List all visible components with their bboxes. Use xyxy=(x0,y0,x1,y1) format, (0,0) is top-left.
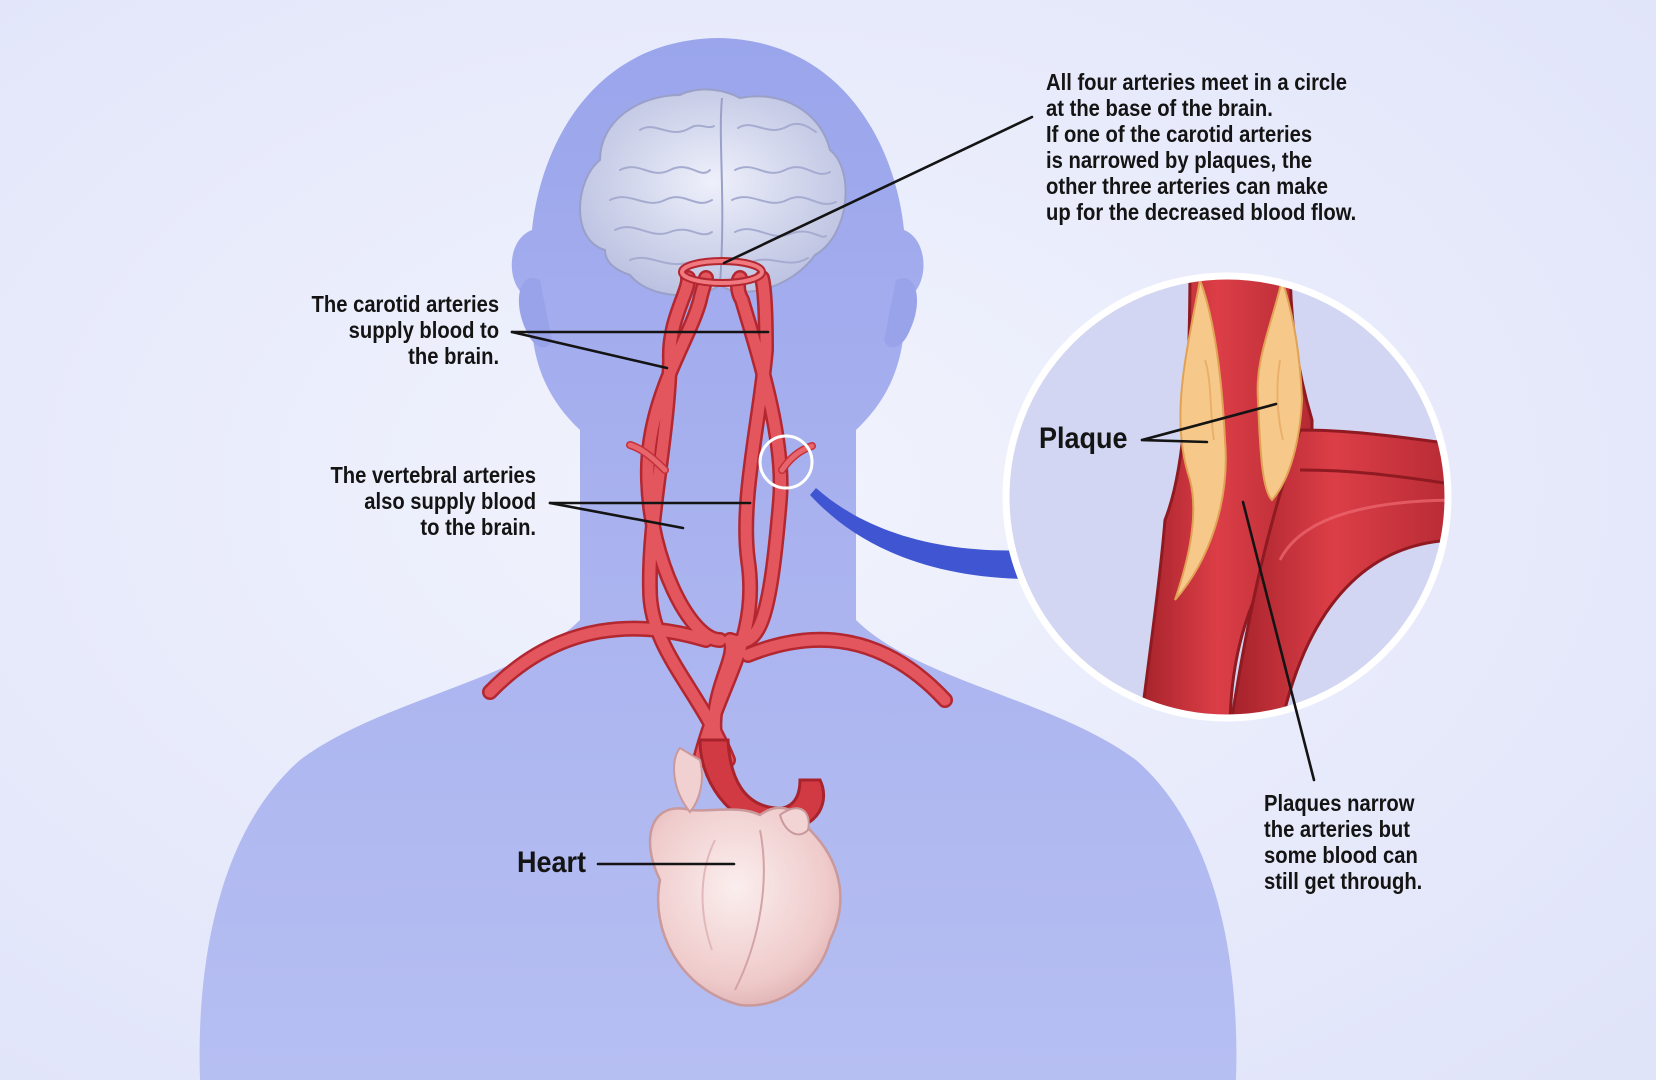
heart-icon xyxy=(648,746,842,1007)
circle-note-label: All four arteries meet in a circle at th… xyxy=(1046,69,1357,225)
vertebral-label: The vertebral arteries also supply blood… xyxy=(330,462,536,540)
plaque-leader-1 xyxy=(1140,438,1209,444)
vertebral-leader-left xyxy=(548,501,685,530)
brain-icon xyxy=(579,88,847,297)
arteries xyxy=(482,257,953,768)
plaques-narrow-leader xyxy=(1241,500,1316,782)
carotid-label: The carotid arteries supply blood to the… xyxy=(311,291,499,369)
zoom-highlight-circle xyxy=(758,434,814,490)
body-silhouette xyxy=(199,38,1237,1080)
leader-lines xyxy=(510,115,1316,866)
plaque-label: Plaque xyxy=(1039,422,1128,455)
heart-label: Heart xyxy=(517,846,587,879)
arrow-icon xyxy=(810,488,1154,612)
circle-note-leader xyxy=(722,115,1034,265)
ears xyxy=(518,278,918,348)
carotid-leader-left xyxy=(510,330,669,370)
plaque-leader-2 xyxy=(1140,402,1278,442)
plaques-narrow-label: Plaques narrow the arteries but some blo… xyxy=(1264,790,1423,894)
magnified-artery-inset xyxy=(1002,272,1452,722)
